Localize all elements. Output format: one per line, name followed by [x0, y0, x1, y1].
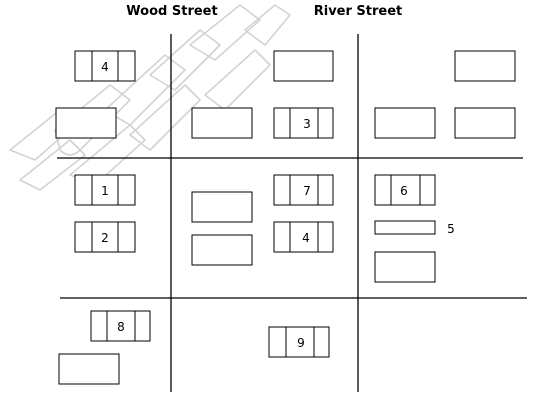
- car-number: 6: [400, 184, 408, 198]
- car-number: 2: [101, 231, 109, 245]
- empty-car: [55, 107, 117, 139]
- river-street-label: River Street: [314, 4, 403, 19]
- empty-car: [191, 191, 253, 223]
- car-number: 3: [303, 117, 311, 131]
- empty-car: [58, 353, 120, 385]
- empty-car: [454, 107, 516, 139]
- car-4-middle: 4: [273, 221, 334, 253]
- car-4-top: 4: [74, 50, 136, 82]
- car-9: 9: [268, 326, 330, 358]
- car-number: 1: [101, 184, 109, 198]
- empty-car: [374, 107, 436, 139]
- car-2: 2: [74, 221, 136, 253]
- car-5: 5: [374, 220, 455, 236]
- car-3: 3: [273, 107, 334, 139]
- car-7: 7: [273, 174, 334, 206]
- empty-car: [191, 234, 253, 266]
- empty-car: [273, 50, 334, 82]
- car-number: 7: [303, 184, 311, 198]
- car-number: 4: [302, 231, 310, 245]
- wood-street-label: Wood Street: [126, 4, 217, 19]
- car-6: 6: [374, 174, 436, 206]
- empty-car: [191, 107, 253, 139]
- empty-car: [454, 50, 516, 82]
- car-number: 8: [117, 320, 125, 334]
- car-number: 9: [297, 336, 305, 350]
- car-1: 1: [74, 174, 136, 206]
- car-number: 5: [447, 222, 455, 236]
- car-number: 4: [101, 60, 109, 74]
- watermark: [9, 4, 291, 191]
- car-8: 8: [90, 310, 151, 342]
- empty-car: [374, 251, 436, 283]
